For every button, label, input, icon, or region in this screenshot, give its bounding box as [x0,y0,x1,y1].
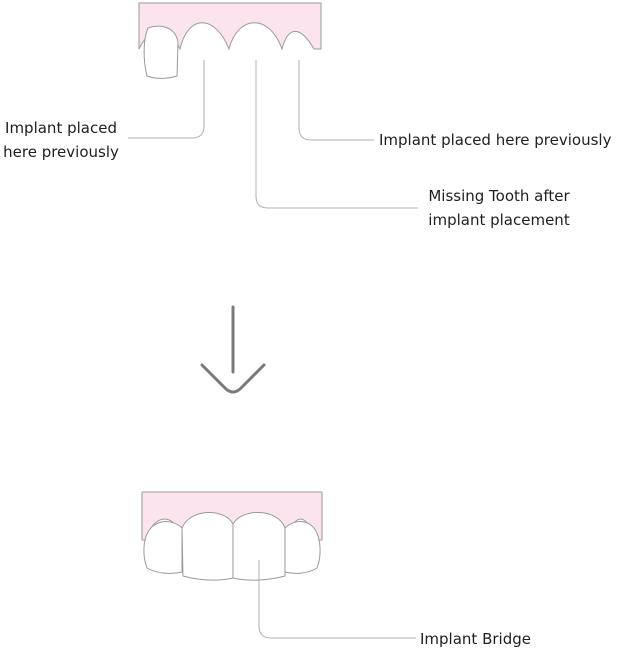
label-missing-tooth-line1: Missing Tooth after [428,187,570,205]
upper-jaw-before [138,2,322,79]
leader-implant-bridge [258,560,416,639]
tooth-right-lateral [284,521,321,574]
tooth-left-lateral [143,521,183,574]
label-implant-right: Implant placed here previously [379,131,612,149]
label-implant-left: Implant placed here previously [0,116,122,164]
leader-implant-right [298,60,374,141]
upper-jaw-after [141,491,323,581]
label-missing-tooth: Missing Tooth after implant placement [419,184,579,232]
leader-missing-tooth [255,60,418,209]
label-implant-left-line2: here previously [3,143,119,161]
down-arrow-icon [200,305,266,394]
label-missing-tooth-line2: implant placement [428,211,570,229]
leader-implant-left [128,60,205,139]
tooth-left-central [181,511,234,581]
label-implant-left-line1: Implant placed [5,119,117,137]
label-implant-bridge: Implant Bridge [420,630,531,648]
remaining-tooth [143,25,179,79]
